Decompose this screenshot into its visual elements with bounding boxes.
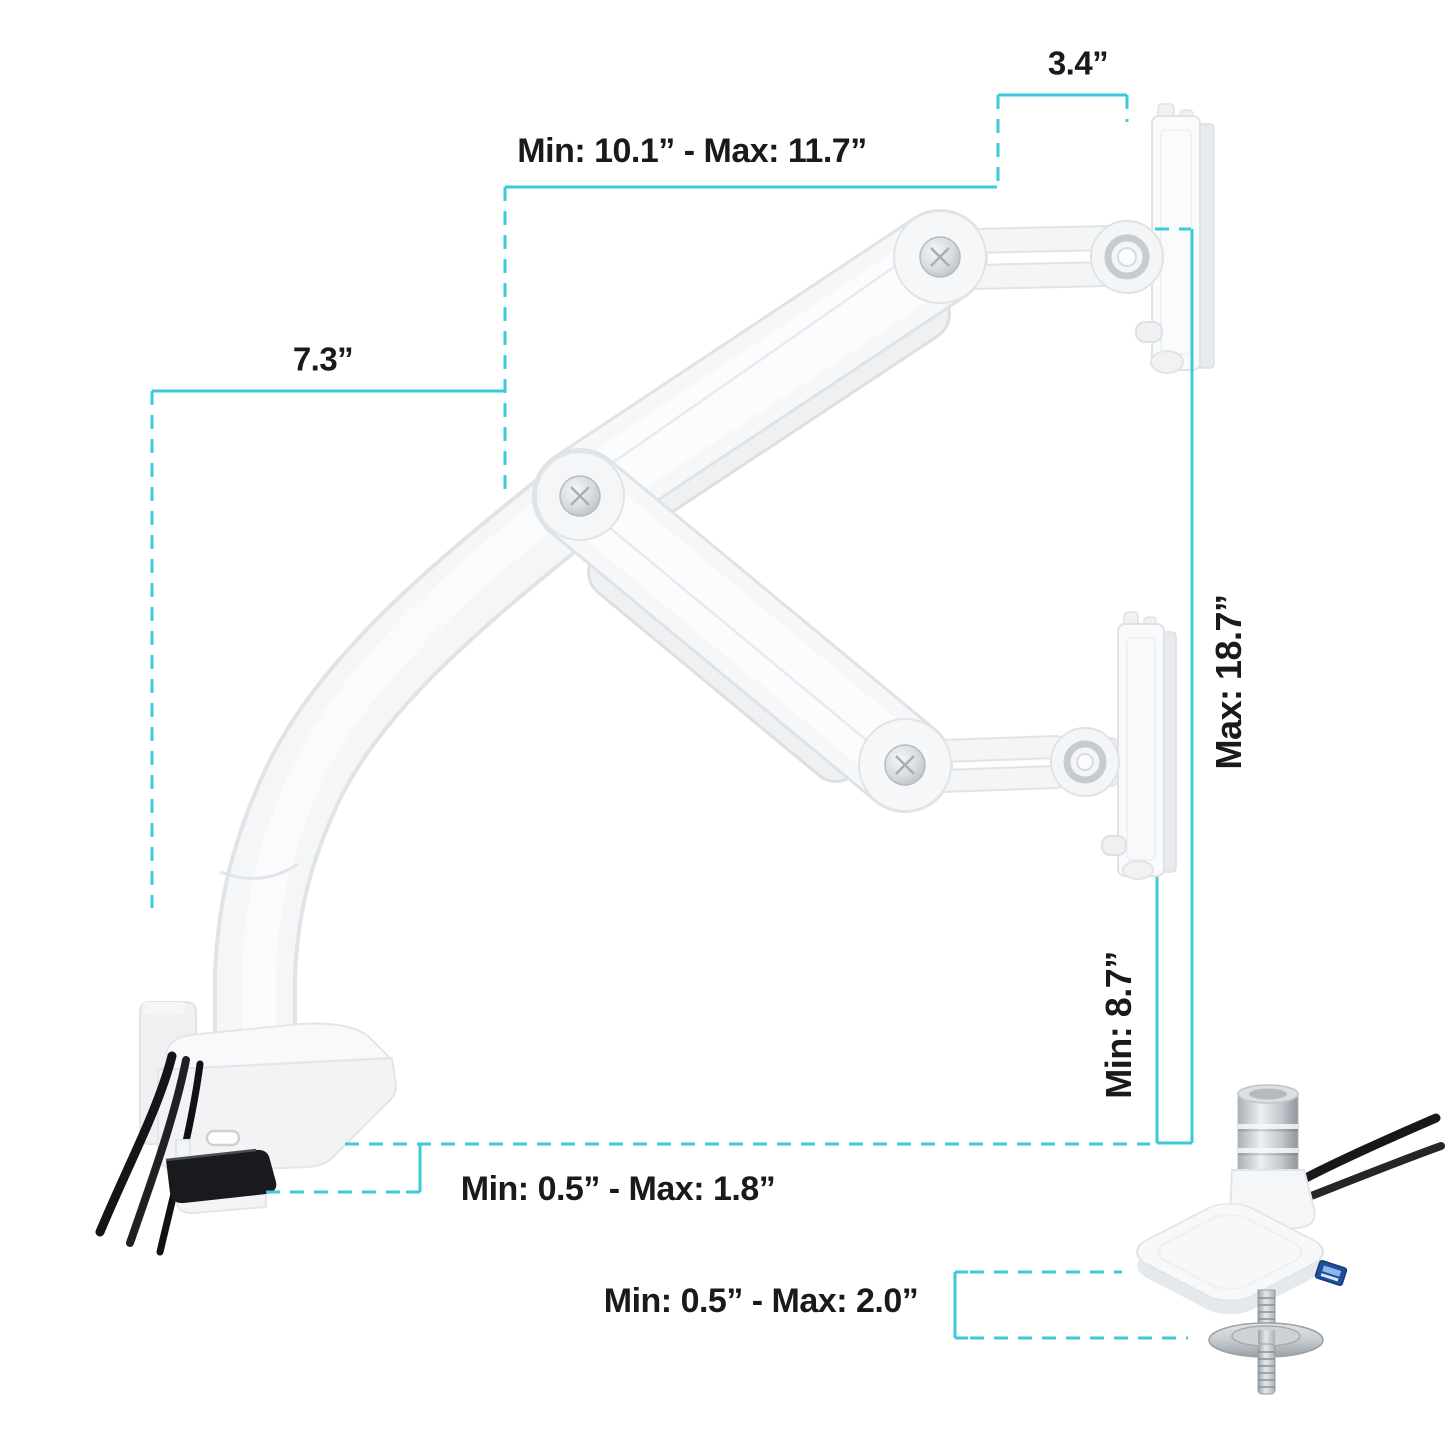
dimension-lines <box>150 93 1194 1340</box>
usb-a-port-icon <box>1314 1260 1348 1286</box>
hinge-links-lowered <box>930 735 1119 793</box>
support-column-arm <box>213 456 620 1090</box>
clamp-bracket-tab <box>143 1002 185 1015</box>
wrist-joint-raised <box>893 210 987 304</box>
dim-label-grommet: Min: 0.5” - Max: 2.0” <box>603 1282 919 1320</box>
dim-label-max-height: Max: 18.7” <box>1208 594 1249 770</box>
hinge-joint-raised <box>1090 220 1164 294</box>
dim-label-min-height: Min: 8.7” <box>1098 951 1139 1099</box>
vesa-plate-lowered <box>1101 611 1177 880</box>
grommet-cables <box>1293 1113 1445 1202</box>
arm-raised-position <box>532 209 988 544</box>
arm-lowered-position <box>532 448 953 813</box>
usb-c-port-icon <box>205 1129 241 1147</box>
vesa-thumbscrew-lowered <box>1101 835 1127 856</box>
dim-label-rear-arm: 7.3” <box>292 340 354 378</box>
hinge-joint-lowered <box>1050 727 1120 797</box>
grommet-screw <box>1208 1289 1324 1395</box>
vesa-thumbscrew-raised <box>1135 321 1163 343</box>
dim-label-reach: Min: 10.1” - Max: 11.7” <box>517 132 867 170</box>
clamp-pad <box>165 1148 277 1204</box>
grommet-post <box>1237 1084 1299 1177</box>
grommet-mount-illustration <box>1135 1084 1445 1395</box>
grommet-base <box>1135 1203 1325 1315</box>
monitor-arm-illustration <box>95 103 1215 1256</box>
base-clamp <box>95 1001 397 1256</box>
wrist-joint-lowered <box>858 718 952 812</box>
dim-label-plate-offset: 3.4” <box>1047 44 1109 82</box>
vesa-plate-raised <box>1135 103 1215 374</box>
dim-label-desk-clamp: Min: 0.5” - Max: 1.8” <box>460 1170 776 1208</box>
elbow-joint <box>535 451 625 541</box>
